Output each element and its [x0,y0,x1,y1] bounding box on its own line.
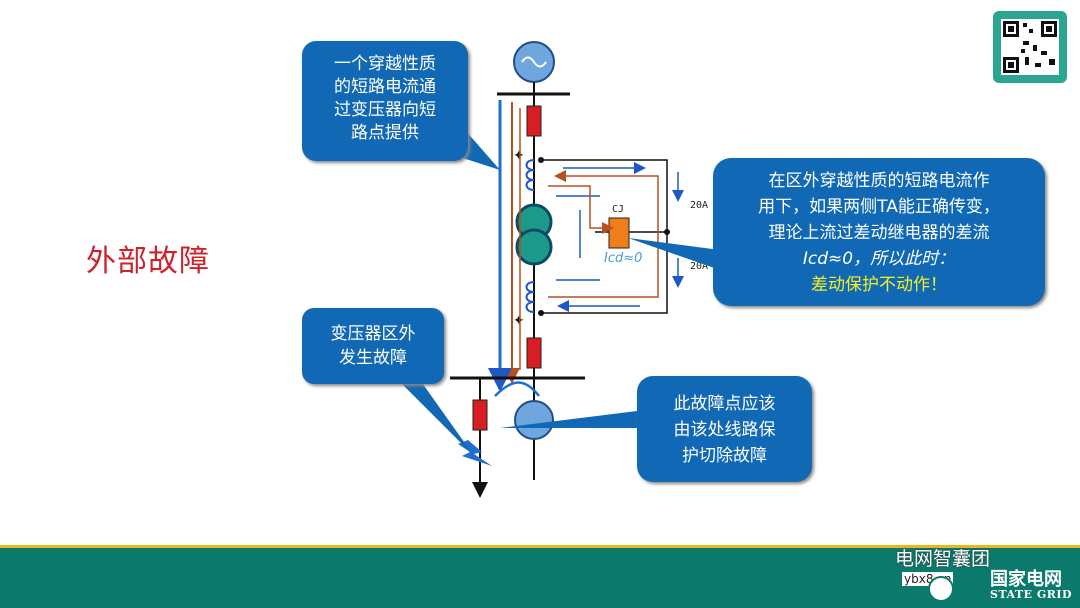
callout-line: 变压器区外 [330,324,416,344]
callout-conclusion: 差动保护不动作！ [811,275,947,295]
callout-line: 理论上流过差动继电器的差流 [768,223,990,243]
relay-label: CJ [612,204,624,215]
brand-en: STATE GRID [990,588,1073,601]
differential-relay [608,217,630,249]
callout-line: 护切除故障 [682,446,767,466]
callout-line: 路点提供 [351,123,419,143]
breaker-bottom [526,337,542,369]
wechat-watermark: 电网智囊团 [895,548,991,570]
callout-line: 用下，如果两侧TA能正确传变， [758,197,1000,217]
callout-line: 发生故障 [339,348,407,368]
breaker-top [526,105,542,137]
callout-line: 过变压器向短 [334,100,436,120]
qr-code-icon [993,11,1067,83]
slide-title: 外部故障 [86,244,210,279]
callout-line: 此故障点应该 [673,394,776,414]
callout-line: 由该处线路保 [673,420,776,440]
callout-external-fault: 变压器区外 发生故障 [302,308,444,384]
callout-line-protection: 此故障点应该 由该处线路保 护切除故障 [637,376,812,482]
callout-line: 的短路电流通 [334,77,436,97]
ct-top-coil [525,159,535,191]
callout-line: 在区外穿越性质的短路电流作 [768,171,990,191]
diff-current-label: Icd≈0 [604,251,642,266]
svg-text:✦: ✦ [513,148,525,164]
callout-explanation: 在区外穿越性质的短路电流作 用下，如果两侧TA能正确传变， 理论上流过差动继电器… [713,158,1045,306]
footer-bar [0,548,1080,608]
current-label-top: 20A [690,200,708,211]
svg-text:✦: ✦ [513,313,525,329]
footer-accent-line [0,545,1080,550]
callout-line: 一个穿越性质 [334,54,436,74]
callout-line: Icd≈0，所以此时： [802,249,956,269]
callout-through-current: 一个穿越性质 的短路电流通 过变压器向短 路点提供 [302,41,468,161]
feeder-breaker [472,399,488,431]
current-label-bottom: 20A [690,261,708,272]
state-grid-logo-icon [928,576,954,602]
source-bottom-icon [514,400,554,440]
ct-bottom-coil [525,281,535,313]
brand-cn: 国家电网 [990,569,1062,590]
